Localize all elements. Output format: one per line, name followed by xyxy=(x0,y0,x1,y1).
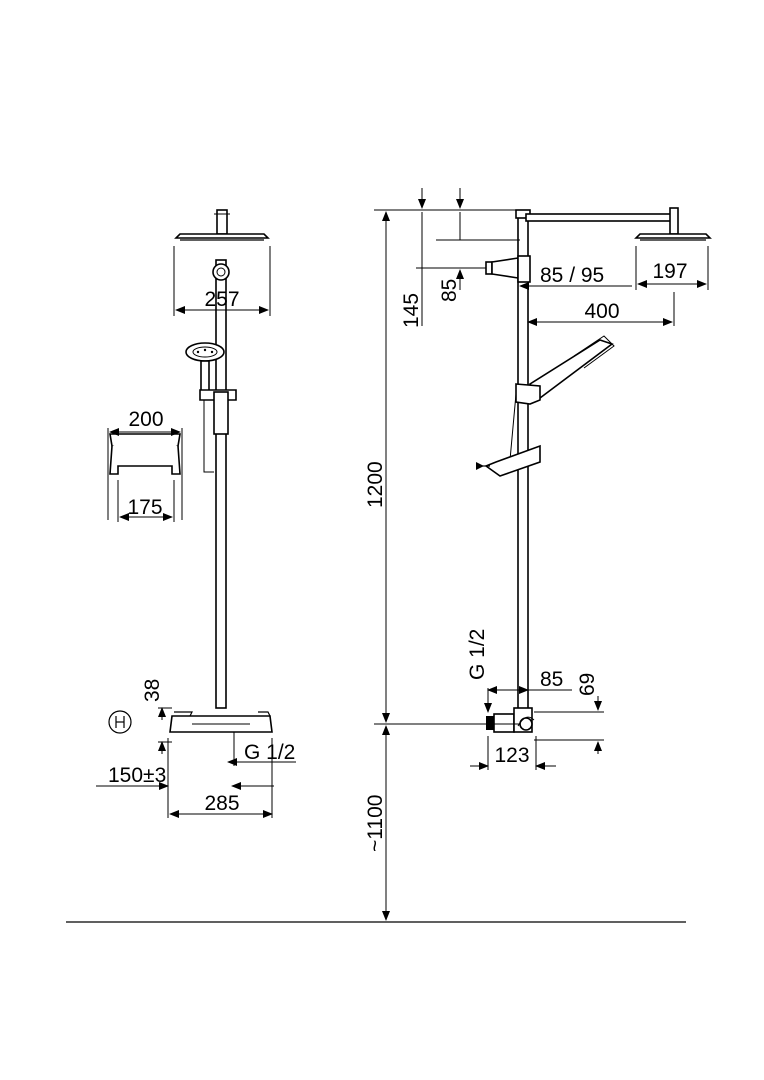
dim-valve-height: 38 xyxy=(141,679,164,702)
dim-depth-123: 123 xyxy=(494,744,529,767)
hand-shower-front xyxy=(185,342,237,473)
dim-soap-bottom: 175 xyxy=(127,496,162,519)
dimension-257: 257 xyxy=(173,246,271,316)
dim-offset: 150±3 xyxy=(108,764,166,787)
dim-thread-front: G 1/2 xyxy=(244,741,295,764)
dim-arm-offset: 85 / 95 xyxy=(540,264,604,287)
dim-head-size: 197 xyxy=(652,260,687,283)
overhead-shower-head xyxy=(174,209,270,241)
wall-bracket-top xyxy=(485,255,531,283)
front-view: 257 200 175 xyxy=(96,209,296,818)
dim-bracket-145: 145 xyxy=(400,293,423,328)
dim-height-69: 69 xyxy=(576,673,599,696)
dimension-bottom-side: G 1/2 85 69 123 xyxy=(466,629,604,770)
hand-shower-side xyxy=(509,335,615,461)
thermostat-valve-side xyxy=(486,707,535,733)
valve-symbol-icon xyxy=(108,710,132,734)
dim-floor-height: ~1100 xyxy=(364,795,387,852)
overhead-shower-head-side xyxy=(634,233,712,241)
dim-thread-side: G 1/2 xyxy=(466,629,489,680)
dimension-150: 150±3 xyxy=(96,738,274,818)
dimension-bracket: 145 85 xyxy=(400,188,520,328)
thermostat-valve-front xyxy=(169,711,273,733)
thread-label-front: G 1/2 xyxy=(227,732,296,766)
dimension-285: 285 xyxy=(169,792,273,818)
soap-dish-front: 200 175 xyxy=(107,408,183,522)
shower-riser-front xyxy=(212,259,230,709)
dim-height: 1200 xyxy=(364,461,387,508)
dim-depth-85: 85 xyxy=(540,668,563,691)
dimension-38: 38 xyxy=(141,679,172,754)
dimension-head-size: 197 xyxy=(635,246,709,290)
dim-bracket-85: 85 xyxy=(438,279,461,302)
dim-head-width: 257 xyxy=(204,288,239,311)
dim-soap-top: 200 xyxy=(128,408,163,431)
dim-arm-length: 400 xyxy=(584,300,619,323)
soap-dish-side xyxy=(476,444,541,477)
side-view: 1200 ~1100 145 85 85 / 95 197 xyxy=(66,188,712,923)
dim-width: 285 xyxy=(204,792,239,815)
dimension-height: 1200 ~1100 xyxy=(364,209,520,921)
dimension-arm-offset: 85 / 95 xyxy=(519,264,632,290)
dimension-arm-length: 400 xyxy=(527,292,675,326)
